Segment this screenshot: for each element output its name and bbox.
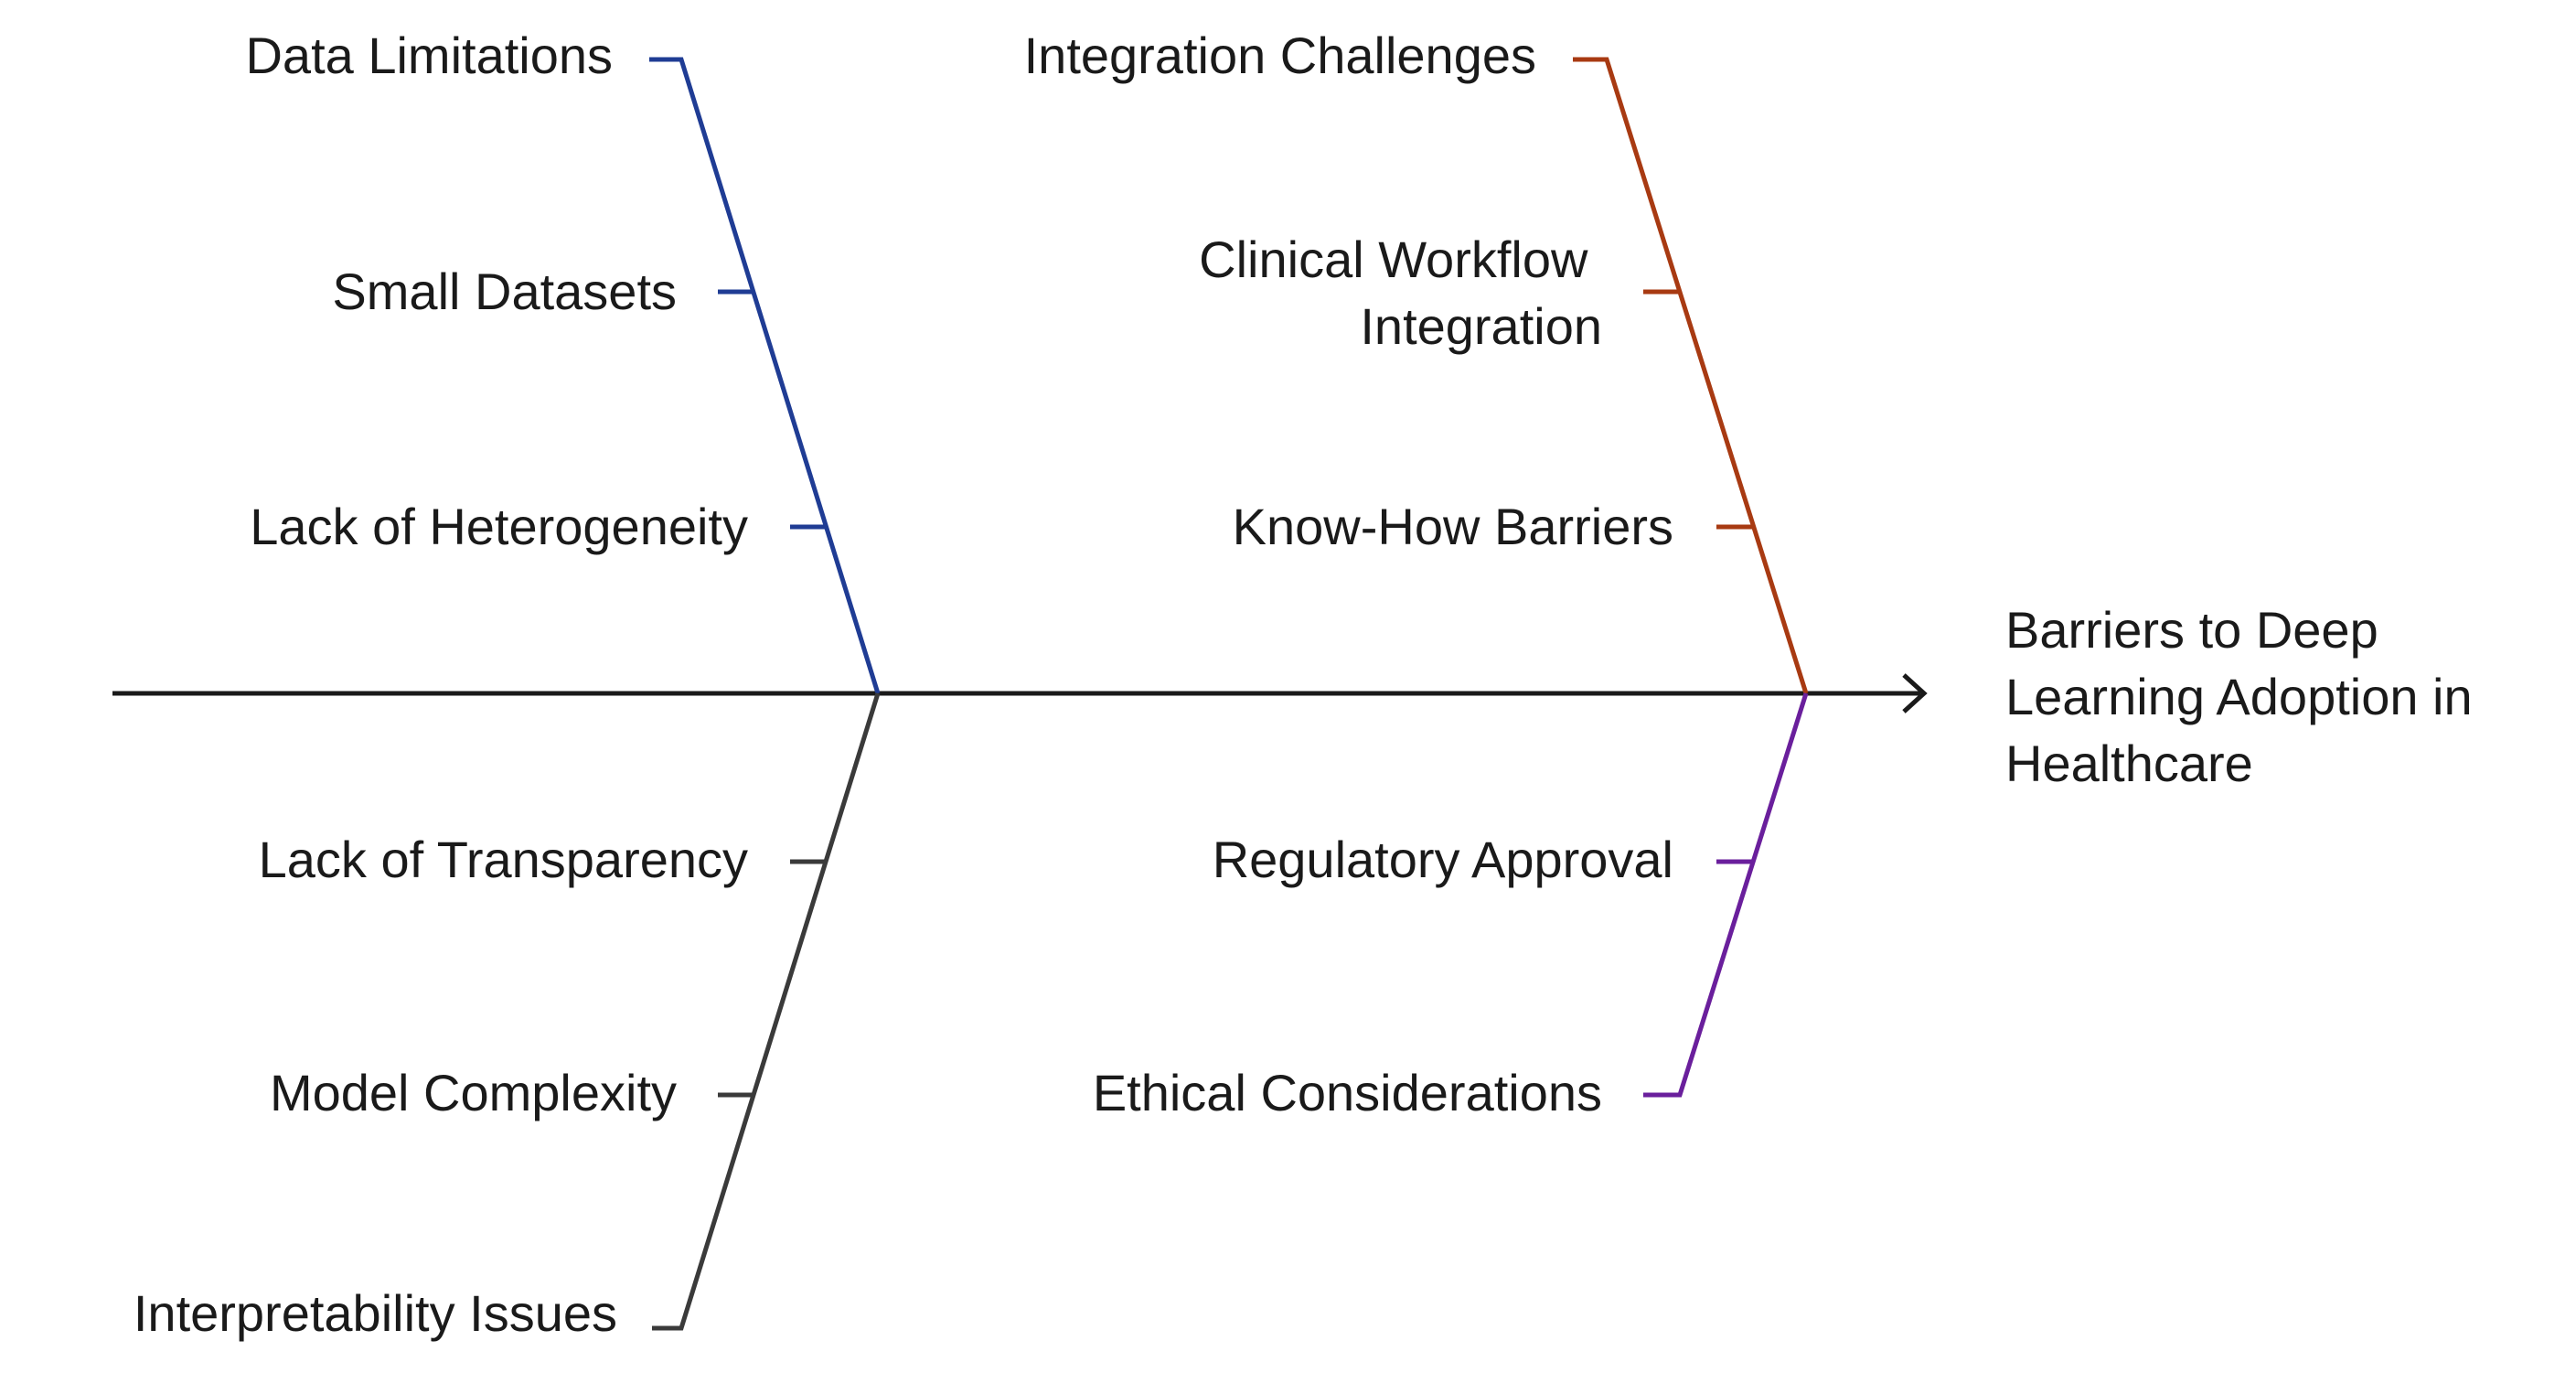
branch-bone xyxy=(1573,57,1809,694)
cause-label-line: Clinical Workflow xyxy=(1199,231,1588,288)
category-label: Integration Challenges xyxy=(1024,27,1536,84)
cause-label: Lack of Heterogeneity xyxy=(250,498,748,555)
branch-integration-challenges: Integration Challenges Clinical Workflow… xyxy=(1024,27,1809,694)
branch-bone xyxy=(1643,692,1809,1098)
effect-label: Barriers to Deep Learning Adoption in He… xyxy=(2005,601,2486,792)
effect-label-line: Barriers to Deep xyxy=(2005,601,2378,659)
branch-bone xyxy=(649,57,881,694)
category-label: Interpretability Issues xyxy=(134,1284,617,1342)
category-label: Data Limitations xyxy=(245,27,613,84)
branch-ethical-considerations: Ethical Considerations Regulatory Approv… xyxy=(1093,692,1809,1121)
cause-label: Lack of Transparency xyxy=(259,831,748,888)
branch-data-limitations: Data Limitations Small Datasets Lack of … xyxy=(245,27,881,694)
cause-label: Clinical Workflow Integration xyxy=(1199,231,1602,355)
cause-label: Regulatory Approval xyxy=(1213,831,1673,888)
branch-interpretability-issues: Interpretability Issues Lack of Transpar… xyxy=(134,692,881,1342)
spine-arrowhead-icon xyxy=(1902,673,1928,713)
cause-label: Know-How Barriers xyxy=(1233,498,1673,555)
cause-label: Small Datasets xyxy=(332,263,677,320)
effect-label-line: Healthcare xyxy=(2005,735,2253,792)
category-label: Ethical Considerations xyxy=(1093,1064,1602,1121)
cause-label: Model Complexity xyxy=(270,1064,677,1121)
branch-bone xyxy=(652,692,881,1331)
effect-label-line: Learning Adoption in xyxy=(2005,668,2473,725)
cause-label-line: Integration xyxy=(1360,297,1602,355)
